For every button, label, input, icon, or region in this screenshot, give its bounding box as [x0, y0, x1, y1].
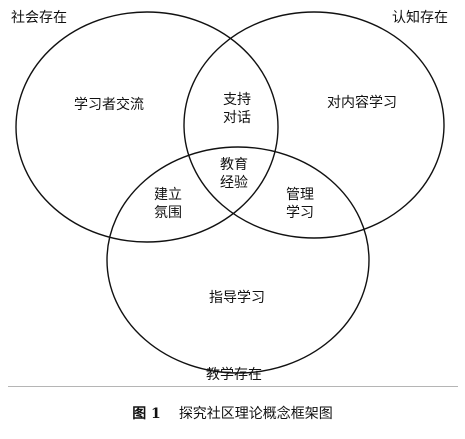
caption-divider: [8, 386, 458, 387]
figure-caption: 图 1 探究社区理论概念框架图: [0, 405, 465, 423]
figure-title: 探究社区理论概念框架图: [178, 406, 333, 422]
region-managing-learning: 管理 学习: [286, 187, 314, 221]
region-learner-communication: 学习者交流: [74, 97, 144, 113]
region-supporting-dialogue: 支持 对话: [223, 92, 251, 126]
circle-cognitive-presence: [183, 11, 445, 239]
figure-number: 图 1: [132, 406, 161, 422]
label-cognitive-presence: 认知存在: [392, 10, 448, 26]
label-social-presence: 社会存在: [11, 10, 67, 26]
region-content-learning: 对内容学习: [327, 95, 397, 111]
circle-teaching-presence: [106, 146, 370, 374]
region-educational-experience: 教育 经验: [220, 157, 248, 191]
circle-social-presence: [15, 11, 279, 243]
label-teaching-presence: 教学存在: [206, 367, 262, 383]
region-guided-learning: 指导学习: [209, 290, 265, 306]
region-setting-climate: 建立 氛围: [154, 187, 182, 221]
